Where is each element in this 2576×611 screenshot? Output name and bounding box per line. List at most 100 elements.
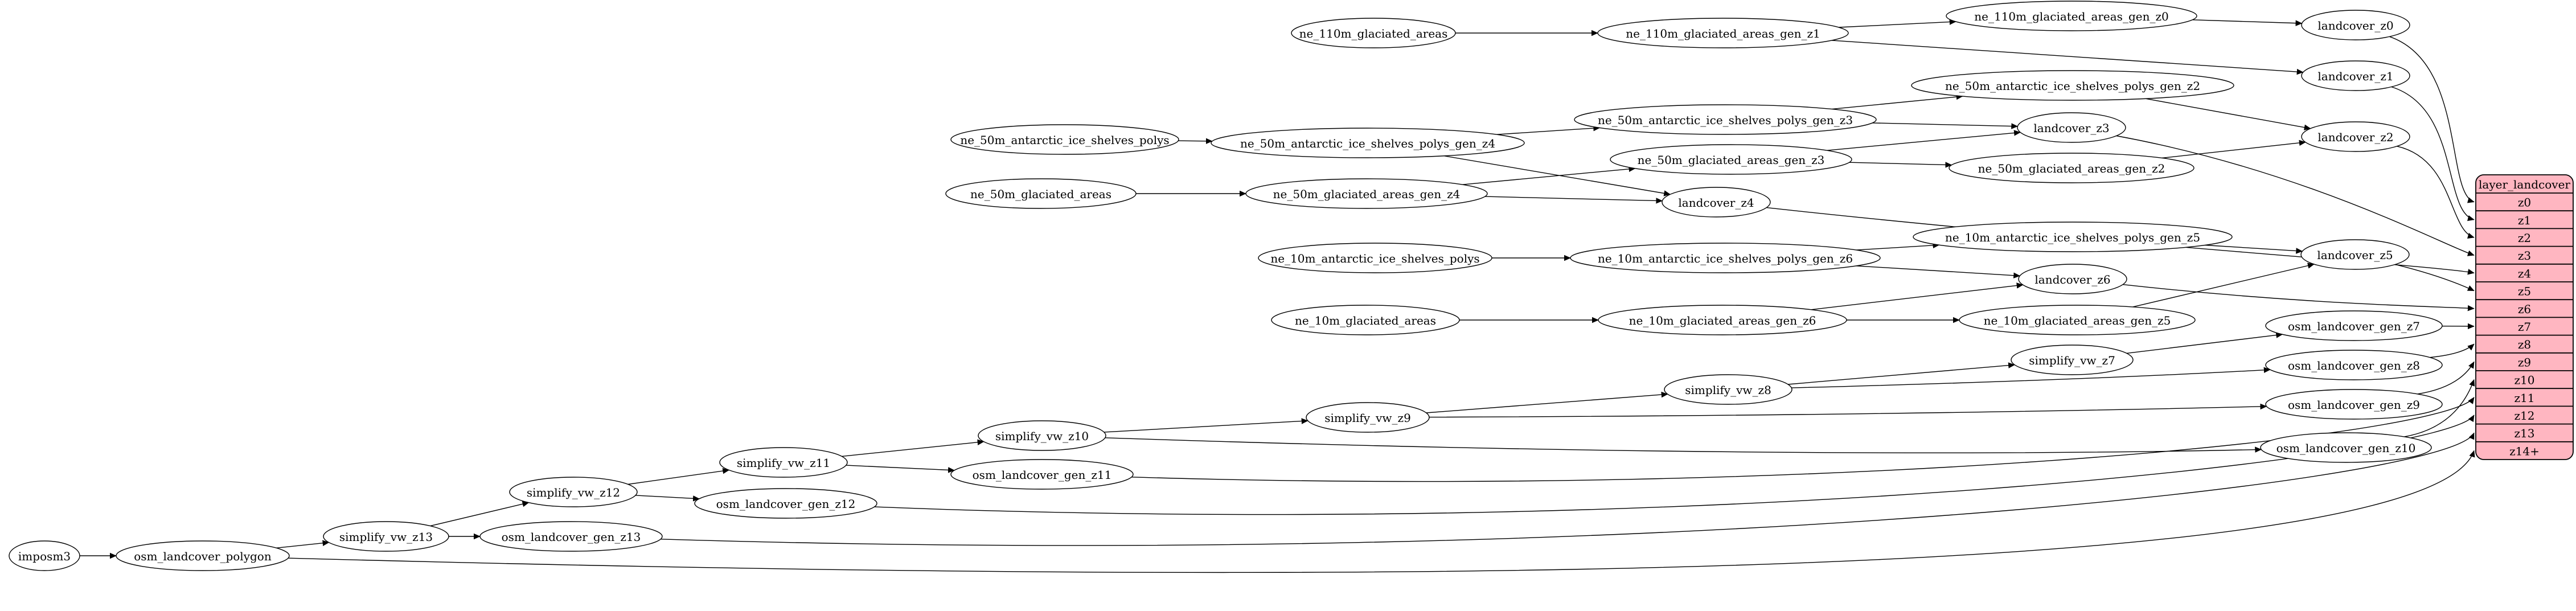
edge-landcover_z6-to-table-z6	[2123, 284, 2475, 311]
edge-ne_110m_glaciated_areas_gen_z1-to-landcover_z1	[1831, 40, 2304, 75]
node-label-simplify_vw_z8: simplify_vw_z8	[1685, 383, 1771, 397]
node-landcover_z2: landcover_z2	[2301, 121, 2410, 152]
edge-osm_landcover_gen_z12-to-table-z12	[874, 415, 2475, 515]
node-ne_50m_antarctic_ice_shelves_polys_gen_z2: ne_50m_antarctic_ice_shelves_polys_gen_z…	[1911, 70, 2234, 101]
edge-landcover_z5-to-table-z5	[2395, 264, 2475, 292]
edge-simplify_vw_z10-to-simplify_vw_z9	[1104, 418, 1308, 433]
table-row-z14+: z14+	[2509, 444, 2540, 458]
node-ellipse-simplify_vw_z13	[323, 521, 449, 552]
node-ellipse-osm_landcover_gen_z7	[2265, 310, 2443, 341]
edge-ne_110m_glaciated_areas_gen_z1-to-ne_110m_glaciated_areas_gen_z0	[1839, 19, 1956, 28]
node-ellipse-landcover_z4	[1662, 187, 1771, 218]
node-landcover_z4: landcover_z4	[1662, 187, 1771, 218]
node-ellipse-landcover_z6	[2018, 264, 2127, 294]
node-ellipse-simplify_vw_z12	[509, 477, 638, 507]
node-ellipse-landcover_z2	[2301, 121, 2410, 152]
edge-simplify_vw_z12-to-osm_landcover_gen_z12	[635, 495, 700, 502]
table-row-z1: z1	[2518, 214, 2531, 227]
node-label-osm_landcover_polygon: osm_landcover_polygon	[134, 550, 272, 563]
node-ellipse-ne_10m_glaciated_areas_gen_z6	[1598, 305, 1847, 335]
node-label-landcover_z3: landcover_z3	[2033, 121, 2109, 135]
edges-layer	[80, 19, 2475, 573]
node-label-osm_landcover_gen_z7: osm_landcover_gen_z7	[2288, 319, 2420, 333]
node-label-ne_50m_glaciated_areas_gen_z4: ne_50m_glaciated_areas_gen_z4	[1273, 187, 1461, 201]
node-ellipse-ne_10m_antarctic_ice_shelves_polys_gen_z6	[1570, 243, 1881, 273]
edge-landcover_z4-to-table-z4	[1766, 207, 2475, 275]
node-osm_landcover_gen_z13: osm_landcover_gen_z13	[479, 521, 663, 552]
node-ellipse-ne_110m_glaciated_areas_gen_z0	[1946, 1, 2197, 31]
edge-ne_10m_antarctic_ice_shelves_polys_gen_z5-to-landcover_z5	[2205, 244, 2303, 254]
node-osm_landcover_gen_z10: osm_landcover_gen_z10	[2260, 432, 2432, 463]
node-label-ne_50m_antarctic_ice_shelves_polys_gen_z4: ne_50m_antarctic_ice_shelves_polys_gen_z…	[1240, 137, 1495, 150]
node-osm_landcover_gen_z12: osm_landcover_gen_z12	[694, 488, 877, 519]
edge-ne_50m_antarctic_ice_shelves_polys_gen_z3-to-landcover_z3	[1872, 122, 2019, 129]
node-ne_50m_antarctic_ice_shelves_polys: ne_50m_antarctic_ice_shelves_polys	[950, 124, 1179, 155]
node-landcover_z5: landcover_z5	[2300, 239, 2410, 270]
node-label-ne_50m_antarctic_ice_shelves_polys_gen_z2: ne_50m_antarctic_ice_shelves_polys_gen_z…	[1945, 79, 2200, 93]
node-ne_50m_glaciated_areas_gen_z4: ne_50m_glaciated_areas_gen_z4	[1245, 178, 1488, 209]
edge-ne_10m_glaciated_areas_gen_z6-to-landcover_z6	[1811, 282, 2024, 310]
node-ellipse-osm_landcover_gen_z8	[2265, 350, 2443, 380]
edge-osm_landcover_polygon-to-simplify_vw_z13	[276, 540, 330, 548]
edge-ne_50m_antarctic_ice_shelves_polys_gen_z4-to-landcover_z4	[1443, 155, 1671, 196]
table-row-z8: z8	[2518, 338, 2531, 351]
node-label-landcover_z2: landcover_z2	[2317, 130, 2393, 144]
node-ne_110m_glaciated_areas: ne_110m_glaciated_areas	[1291, 18, 1456, 48]
node-ne_50m_glaciated_areas: ne_50m_glaciated_areas	[945, 178, 1137, 209]
node-ellipse-ne_50m_antarctic_ice_shelves_polys_gen_z4	[1211, 128, 1525, 158]
node-ne_10m_glaciated_areas_gen_z6: ne_10m_glaciated_areas_gen_z6	[1598, 305, 1847, 335]
table-row-z10: z10	[2515, 374, 2535, 387]
node-ellipse-simplify_vw_z10	[978, 420, 1106, 451]
table-row-z7: z7	[2518, 320, 2531, 334]
node-landcover_z0: landcover_z0	[2301, 10, 2410, 40]
node-ellipse-ne_110m_glaciated_areas	[1291, 18, 1456, 48]
edge-osm_landcover_gen_z11-to-table-z11	[1131, 397, 2475, 482]
node-ellipse-osm_landcover_gen_z13	[479, 521, 663, 552]
node-ellipse-landcover_z5	[2300, 239, 2410, 270]
node-ne_50m_antarctic_ice_shelves_polys_gen_z3: ne_50m_antarctic_ice_shelves_polys_gen_z…	[1574, 104, 1877, 135]
table-row-z9: z9	[2518, 355, 2531, 369]
edge-landcover_z0-to-table-z0	[2389, 36, 2475, 203]
table-row-z13: z13	[2515, 427, 2535, 440]
node-label-ne_110m_glaciated_areas_gen_z0: ne_110m_glaciated_areas_gen_z0	[1974, 10, 2168, 23]
node-label-landcover_z5: landcover_z5	[2317, 248, 2393, 262]
node-simplify_vw_z7: simplify_vw_z7	[2011, 345, 2134, 375]
node-ellipse-landcover_z0	[2301, 10, 2410, 40]
node-ne_110m_glaciated_areas_gen_z0: ne_110m_glaciated_areas_gen_z0	[1946, 1, 2197, 31]
node-label-osm_landcover_gen_z9: osm_landcover_gen_z9	[2288, 398, 2420, 412]
edge-simplify_vw_z8-to-osm_landcover_gen_z8	[1791, 367, 2271, 388]
node-label-simplify_vw_z12: simplify_vw_z12	[527, 486, 620, 499]
node-label-landcover_z6: landcover_z6	[2034, 273, 2110, 286]
node-ellipse-ne_50m_glaciated_areas_gen_z2	[1949, 153, 2194, 183]
table-row-z2: z2	[2518, 231, 2531, 245]
node-label-ne_50m_antarctic_ice_shelves_polys: ne_50m_antarctic_ice_shelves_polys	[960, 133, 1169, 147]
node-label-landcover_z1: landcover_z1	[2317, 69, 2393, 83]
node-osm_landcover_gen_z11: osm_landcover_gen_z11	[950, 459, 1134, 490]
node-label-simplify_vw_z11: simplify_vw_z11	[737, 456, 830, 470]
edge-ne_10m_antarctic_ice_shelves_polys_gen_z6-to-landcover_z6	[1856, 265, 2021, 278]
node-ellipse-ne_10m_glaciated_areas_gen_z5	[1959, 305, 2196, 335]
edge-simplify_vw_z7-to-osm_landcover_gen_z7	[2126, 332, 2283, 354]
node-label-ne_10m_antarctic_ice_shelves_polys_gen_z5: ne_10m_antarctic_ice_shelves_polys_gen_z…	[1945, 231, 2200, 244]
table-title: layer_landcover	[2479, 178, 2570, 191]
node-label-ne_50m_glaciated_areas: ne_50m_glaciated_areas	[970, 187, 1111, 201]
table-row-z12: z12	[2515, 409, 2535, 423]
edge-ne_50m_glaciated_areas_gen_z3-to-ne_50m_glaciated_areas_gen_z2	[1849, 162, 1952, 168]
edge-simplify_vw_z10-to-osm_landcover_gen_z10	[1105, 437, 2262, 453]
table-layer: layer_landcoverz0z1z2z3z4z5z6z7z8z9z10z1…	[2475, 174, 2574, 460]
edge-simplify_vw_z12-to-simplify_vw_z11	[627, 468, 730, 485]
node-ellipse-ne_50m_antarctic_ice_shelves_polys_gen_z2	[1911, 70, 2234, 101]
edge-ne_50m_glaciated_areas_gen_z4-to-ne_50m_glaciated_areas_gen_z3	[1462, 166, 1636, 185]
node-ne_10m_glaciated_areas: ne_10m_glaciated_areas	[1271, 305, 1460, 335]
node-ne_10m_antarctic_ice_shelves_polys_gen_z5: ne_10m_antarctic_ice_shelves_polys_gen_z…	[1913, 222, 2233, 252]
edge-landcover_z2-to-table-z2	[2397, 146, 2475, 239]
node-label-osm_landcover_gen_z8: osm_landcover_gen_z8	[2288, 359, 2420, 372]
node-label-landcover_z0: landcover_z0	[2317, 19, 2393, 32]
node-label-ne_50m_glaciated_areas_gen_z2: ne_50m_glaciated_areas_gen_z2	[1978, 162, 2165, 175]
table-row-z0: z0	[2518, 196, 2531, 210]
edge-osm_landcover_gen_z13-to-table-z13	[661, 432, 2475, 546]
node-ellipse-simplify_vw_z9	[1306, 402, 1430, 433]
node-label-simplify_vw_z10: simplify_vw_z10	[995, 429, 1089, 443]
edge-simplify_vw_z9-to-osm_landcover_gen_z9	[1429, 403, 2267, 418]
